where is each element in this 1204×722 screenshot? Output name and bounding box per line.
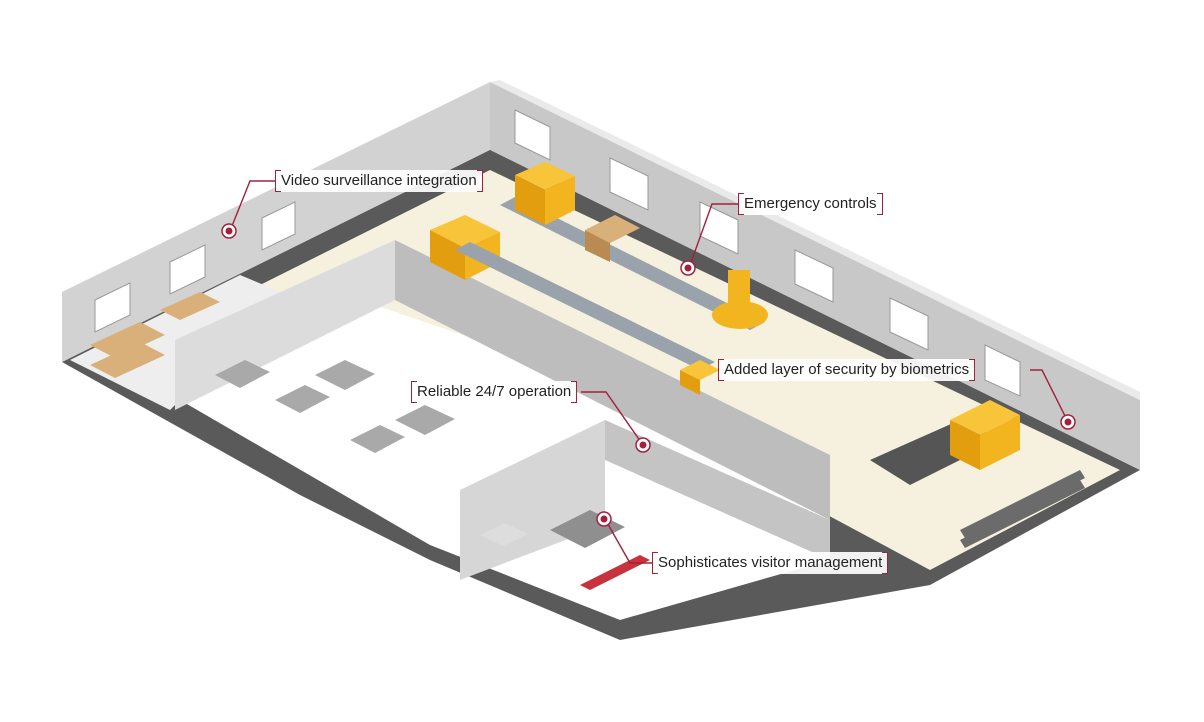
camera-markers	[221, 223, 1076, 527]
marker-icon	[635, 437, 651, 453]
red-chairs	[580, 555, 650, 590]
callout-video-surveillance: Video surveillance integration	[275, 170, 483, 192]
callout-reliable-operation: Reliable 24/7 operation	[411, 381, 578, 403]
callout-lines	[229, 180, 1069, 564]
marker-icon	[1060, 414, 1076, 430]
marker-icon	[680, 260, 696, 276]
marker-icon	[596, 511, 612, 527]
marker-icon	[221, 223, 237, 239]
production-line	[430, 162, 1020, 485]
windows	[94, 109, 1021, 397]
interior-wall-divider	[395, 240, 830, 520]
wall-top-right	[490, 80, 1140, 400]
office-desks	[215, 360, 625, 548]
storage-shelves	[90, 292, 220, 378]
callout-biometrics: Added layer of security by biometrics	[718, 359, 976, 381]
callout-visitor-management: Sophisticates visitor management	[652, 552, 889, 574]
callout-emergency-controls: Emergency controls	[738, 193, 883, 215]
front-wall	[605, 420, 830, 560]
waiting-chairs	[960, 470, 1085, 548]
